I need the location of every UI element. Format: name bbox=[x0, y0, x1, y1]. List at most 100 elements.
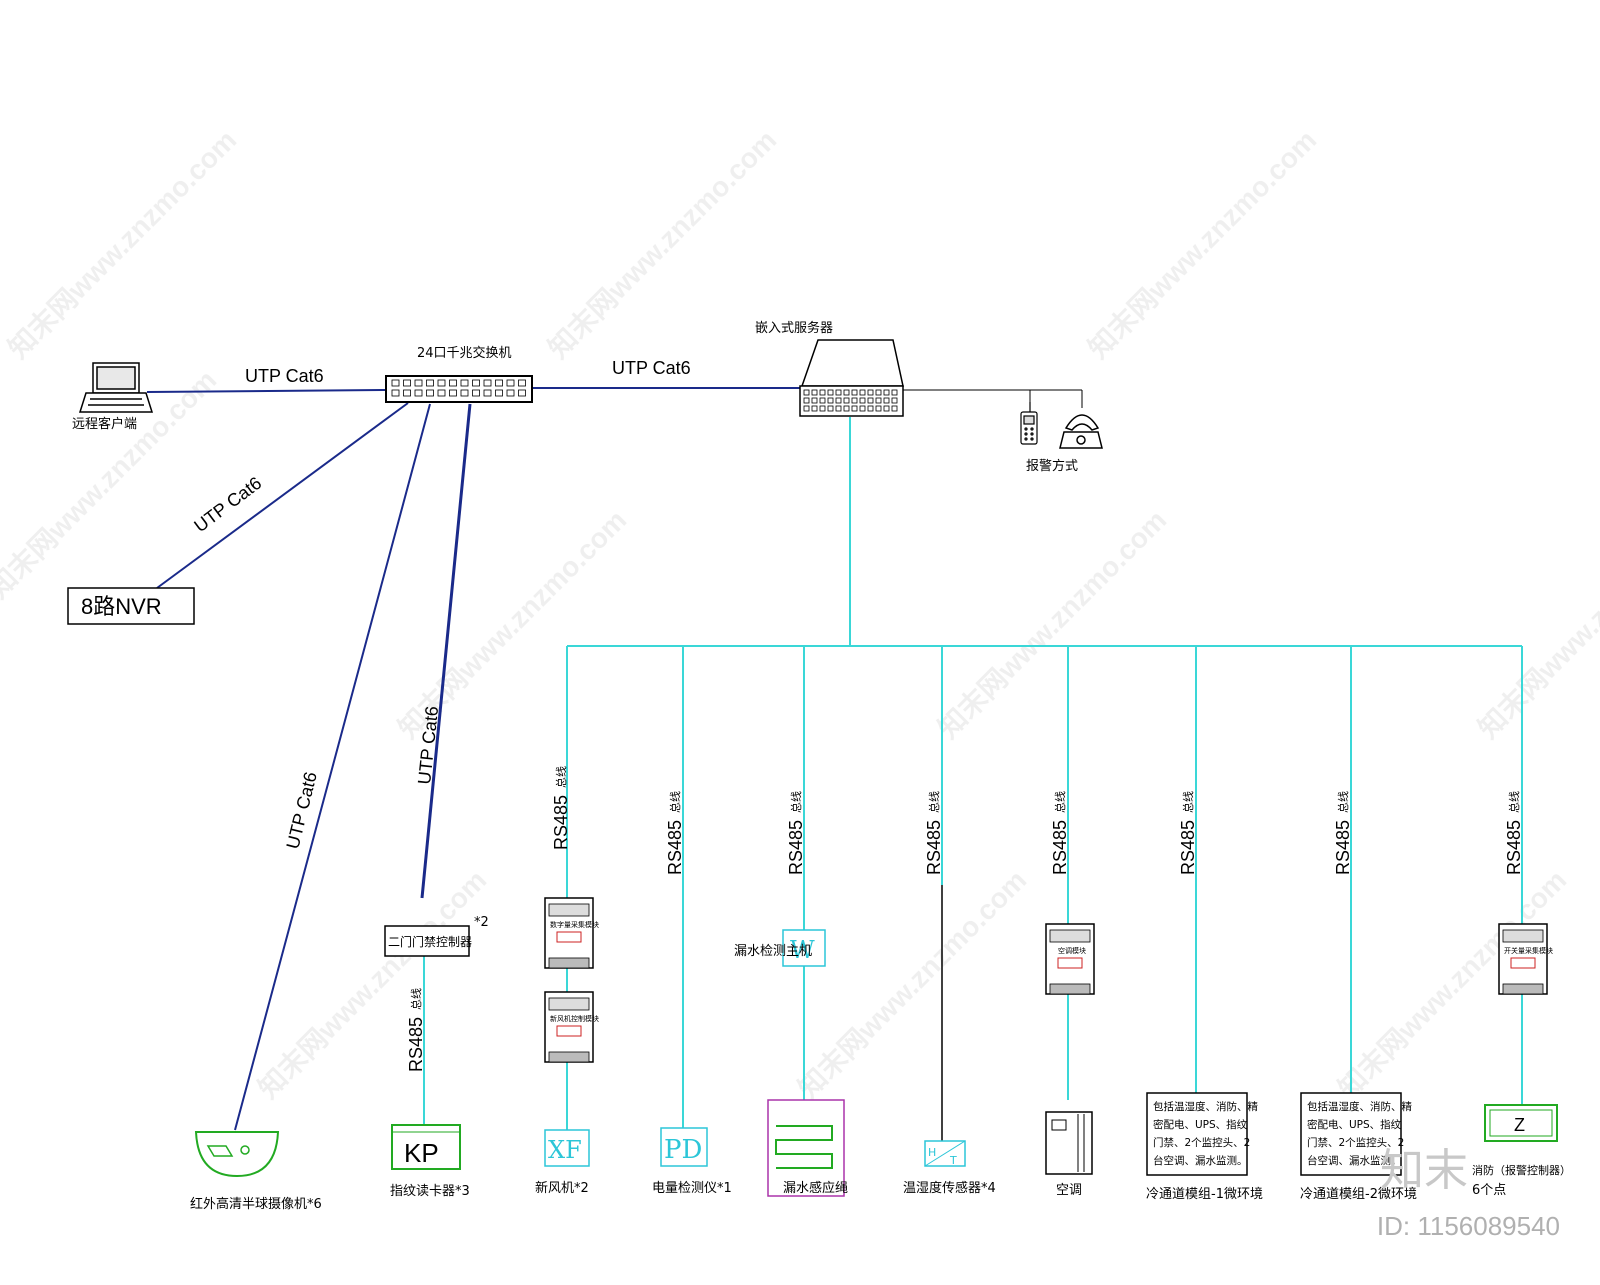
fire-points-label: 6个点 bbox=[1472, 1183, 1506, 1198]
port bbox=[819, 397, 826, 404]
link-switch-door bbox=[420, 403, 472, 899]
leak-cable-box bbox=[767, 1099, 845, 1197]
watermark: 知末网www.znzmo.com bbox=[252, 863, 493, 1104]
brand-watermark: 知末 bbox=[1380, 1145, 1468, 1196]
port bbox=[483, 389, 492, 397]
aisle-line: 门禁、2个监控头、2 bbox=[1153, 1136, 1250, 1149]
dome-camera-icon bbox=[194, 1131, 280, 1178]
mobile-phone-icon bbox=[1020, 402, 1038, 445]
door-controller: 二门门禁控制器 *2 bbox=[384, 915, 489, 957]
svg-text:H: H bbox=[928, 1146, 936, 1159]
bus-label: 总线 bbox=[789, 791, 803, 813]
rs485-label: RS485 bbox=[1178, 820, 1198, 875]
port bbox=[811, 389, 818, 396]
ac-branch: 空调模块 空调 bbox=[1045, 923, 1095, 1198]
aisle-line: 台空调、漏水监测。 bbox=[1307, 1154, 1402, 1167]
fresh-air-branch: 数字量采集模块 新风机控制模块 XF 新风机*2 bbox=[535, 897, 599, 1196]
port bbox=[472, 379, 480, 387]
camera-label: 红外高清半球摄像机*6 bbox=[190, 1196, 322, 1212]
laptop-icon bbox=[78, 362, 154, 413]
ac-label: 空调 bbox=[1056, 1183, 1082, 1198]
port bbox=[835, 405, 842, 412]
watermark: 知末网www.znzmo.com bbox=[2, 123, 243, 364]
port bbox=[391, 389, 400, 397]
svg-text:T: T bbox=[949, 1154, 957, 1167]
port bbox=[414, 379, 423, 387]
fresh-air-module-top-label: 数字量采集模块 bbox=[550, 920, 599, 929]
port bbox=[426, 389, 434, 397]
link-client-switch bbox=[146, 389, 387, 393]
port bbox=[803, 405, 810, 412]
fire-controller-box bbox=[1484, 1104, 1558, 1142]
port bbox=[843, 397, 850, 404]
server-icon bbox=[799, 339, 904, 417]
port bbox=[827, 405, 834, 412]
aisle-line: 密配电、UPS、指纹 bbox=[1307, 1118, 1402, 1131]
fingerprint-reader-label: 指纹读卡器*3 bbox=[390, 1184, 470, 1199]
fingerprint-reader: KP 指纹读卡器*3 bbox=[390, 1124, 470, 1199]
bus-label: 总线 bbox=[409, 988, 423, 1010]
utp-label: UTP Cat6 bbox=[612, 358, 691, 378]
fire-control-branch: 开关量采集模块 Z 消防（报警控制器） 6个点 bbox=[1472, 923, 1571, 1198]
rs485-label: RS485 bbox=[1333, 820, 1353, 875]
port bbox=[891, 389, 898, 396]
fresh-air-label: 新风机*2 bbox=[535, 1180, 589, 1196]
port bbox=[883, 397, 890, 404]
nvr-box bbox=[67, 587, 195, 625]
port bbox=[495, 389, 503, 397]
fresh-air-module-bottom-label: 新风机控制模块 bbox=[550, 1014, 599, 1023]
port bbox=[414, 389, 423, 397]
cold-aisle-1-box bbox=[1146, 1092, 1248, 1176]
io-module: 数字量采集模块 bbox=[544, 897, 599, 969]
port bbox=[891, 405, 898, 412]
rs485-label: RS485 bbox=[786, 820, 806, 875]
port bbox=[518, 389, 526, 397]
link-switch-camera bbox=[234, 403, 431, 1131]
port bbox=[819, 389, 826, 396]
switch: 24口千兆交换机 bbox=[385, 345, 533, 403]
port bbox=[391, 379, 400, 387]
port bbox=[803, 397, 810, 404]
door-controller-label: 二门门禁控制器 bbox=[388, 934, 472, 949]
bus-label: 总线 bbox=[927, 791, 941, 813]
fire-module-label: 开关量采集模块 bbox=[1504, 946, 1553, 955]
port bbox=[851, 397, 858, 404]
port bbox=[811, 397, 818, 404]
rs485-label: RS485 bbox=[406, 1017, 426, 1072]
switch-label: 24口千兆交换机 bbox=[417, 345, 512, 361]
telephone-icon bbox=[1059, 414, 1103, 449]
port bbox=[867, 397, 874, 404]
cold-aisle-2-label: 冷通道模组-2微环境 bbox=[1300, 1187, 1417, 1202]
leak-cable-icon bbox=[775, 1125, 833, 1169]
bus-label: 总线 bbox=[1053, 791, 1067, 813]
rs485-label: RS485 bbox=[665, 820, 685, 875]
port bbox=[891, 397, 898, 404]
aisle-line: 包括温湿度、消防、精 bbox=[1153, 1100, 1258, 1113]
rs485-labels: RS485 总线 RS485 总线 RS485 总线 RS485 总线 RS48… bbox=[406, 766, 1524, 1072]
utp-label: UTP Cat6 bbox=[245, 366, 324, 386]
rs485-label: RS485 bbox=[1050, 820, 1070, 875]
remote-client-label: 远程客户端 bbox=[72, 416, 137, 432]
network-links bbox=[146, 387, 800, 1131]
port bbox=[851, 389, 858, 396]
leak-host-box bbox=[782, 929, 826, 967]
door-controller-box bbox=[384, 925, 470, 957]
port bbox=[449, 389, 457, 397]
fire-controller-icon: Z bbox=[1514, 1115, 1525, 1135]
watermark: 知末网www.znzmo.com bbox=[932, 503, 1173, 744]
port bbox=[827, 389, 834, 396]
alarm-label: 报警方式 bbox=[1026, 458, 1078, 474]
rs485-label: RS485 bbox=[1504, 820, 1524, 875]
port bbox=[403, 389, 411, 397]
port bbox=[867, 389, 874, 396]
fingerprint-reader-icon: KP bbox=[404, 1138, 439, 1168]
fire-control-label: 消防（报警控制器） bbox=[1472, 1163, 1571, 1177]
watermark: 知末网www.znzmo.com bbox=[542, 123, 783, 364]
port bbox=[819, 405, 826, 412]
io-module: 新风机控制模块 bbox=[544, 991, 599, 1063]
bus-label: 总线 bbox=[1181, 791, 1195, 813]
bus-label: 总线 bbox=[554, 766, 568, 788]
th-sensor-label: 温湿度传感器*4 bbox=[903, 1180, 996, 1196]
port bbox=[859, 397, 866, 404]
cold-aisle-1-label: 冷通道模组-1微环境 bbox=[1146, 1187, 1263, 1202]
